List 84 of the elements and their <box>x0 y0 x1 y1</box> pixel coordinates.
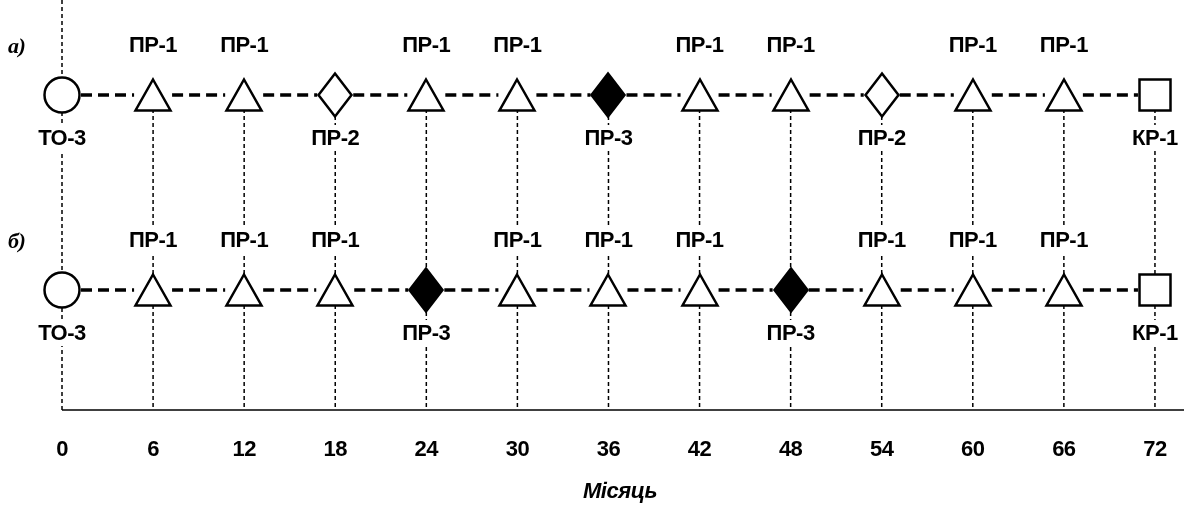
triangle-marker <box>771 78 810 112</box>
dashed-line <box>718 288 773 292</box>
triangle-marker <box>862 273 901 307</box>
triangle-marker <box>498 273 537 307</box>
marker-label: ПР-3 <box>402 320 451 346</box>
marker-label: ПР-1 <box>493 227 542 253</box>
triangle-marker <box>953 78 992 112</box>
tick-label: 42 <box>687 436 712 462</box>
square-marker <box>1137 78 1172 112</box>
diamond-marker <box>772 267 809 313</box>
triangle-marker <box>1044 78 1083 112</box>
marker-label: ПР-1 <box>857 227 906 253</box>
triangle-marker <box>225 273 264 307</box>
marker-label: ПР-1 <box>584 227 633 253</box>
axis-title: Місяць <box>583 478 657 504</box>
tick-label: 48 <box>778 436 803 462</box>
dashed-line <box>354 288 409 292</box>
tick-label: 66 <box>1052 436 1076 462</box>
triangle-marker <box>225 78 264 112</box>
tick-label: 18 <box>323 436 347 462</box>
tick-label: 54 <box>870 436 894 462</box>
triangle-marker <box>1044 273 1083 307</box>
marker-label: ПР-1 <box>1039 227 1088 253</box>
dashed-line <box>81 93 135 97</box>
diamond-marker <box>863 72 900 118</box>
triangle-marker <box>589 273 628 307</box>
row-label: а) <box>8 33 26 59</box>
marker-label: ПР-3 <box>766 320 815 346</box>
marker-label: КР-1 <box>1132 320 1178 346</box>
dashed-line <box>536 93 591 97</box>
dashed-line <box>991 93 1045 97</box>
circle-marker <box>43 76 81 114</box>
diamond-marker <box>317 72 354 118</box>
tick-label: 30 <box>505 436 530 462</box>
dashed-line <box>172 93 226 97</box>
dashed-line <box>263 288 317 292</box>
tick-label: 6 <box>147 436 159 462</box>
triangle-marker <box>134 273 173 307</box>
marker-label: ПР-1 <box>220 227 269 253</box>
marker-label: ТО-3 <box>38 125 86 151</box>
triangle-marker <box>134 78 173 112</box>
dashed-line <box>445 93 499 97</box>
triangle-marker <box>498 78 537 112</box>
tick-label: 0 <box>56 436 68 462</box>
dashed-line <box>536 288 590 292</box>
triangle-marker <box>680 273 719 307</box>
dashed-line <box>809 93 864 97</box>
dashed-line <box>626 93 681 97</box>
dashed-line <box>991 288 1045 292</box>
marker-label: ПР-1 <box>948 227 997 253</box>
triangle-marker <box>680 78 719 112</box>
dashed-line <box>900 288 954 292</box>
dashed-line <box>899 93 954 97</box>
dashed-line <box>444 288 499 292</box>
row-label: б) <box>8 228 26 254</box>
tick-label: 60 <box>961 436 985 462</box>
diamond-marker <box>590 72 627 118</box>
dashed-line <box>808 288 863 292</box>
marker-label: ПР-2 <box>311 125 360 151</box>
dashed-line <box>172 288 226 292</box>
tick-label: 24 <box>414 436 439 462</box>
circle-marker <box>43 271 81 309</box>
marker-label: ПР-1 <box>129 227 178 253</box>
diamond-marker <box>408 267 445 313</box>
dashed-line <box>353 93 408 97</box>
dashed-line <box>263 93 318 97</box>
marker-label: ПР-3 <box>584 125 633 151</box>
tick-label: 72 <box>1143 436 1167 462</box>
triangle-marker <box>407 78 446 112</box>
dashed-line <box>1082 93 1138 97</box>
dashed-line <box>718 93 772 97</box>
dashed-line <box>627 288 681 292</box>
dashed-line <box>81 288 135 292</box>
marker-label: ПР-1 <box>311 227 360 253</box>
marker-label: ТО-3 <box>38 320 86 346</box>
triangle-marker <box>953 273 992 307</box>
marker-label: ПР-1 <box>675 227 724 253</box>
triangle-marker <box>316 273 355 307</box>
marker-label: КР-1 <box>1132 125 1178 151</box>
marker-label: ПР-2 <box>857 125 906 151</box>
tick-label: 12 <box>232 436 256 462</box>
square-marker <box>1137 273 1172 307</box>
dashed-line <box>1082 288 1138 292</box>
tick-label: 36 <box>596 436 621 462</box>
